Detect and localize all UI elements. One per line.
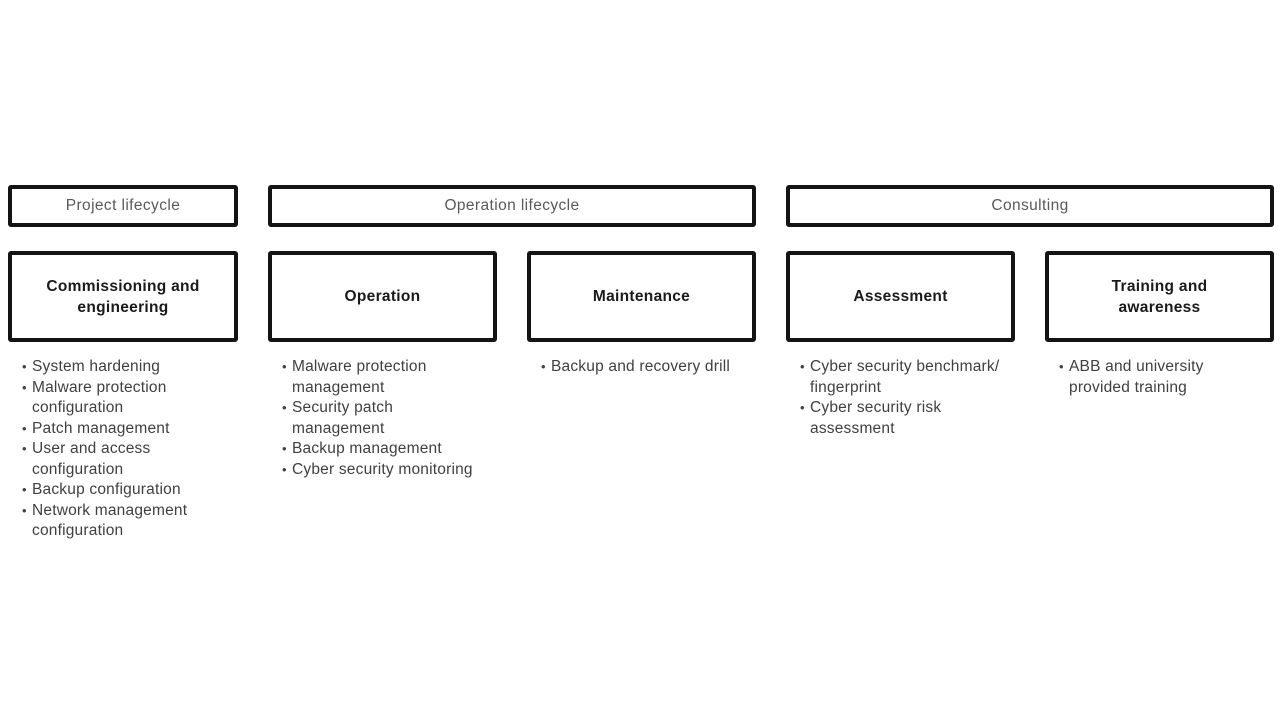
bullet-icon: • <box>541 359 546 374</box>
bullet-icon: • <box>282 441 287 456</box>
bullet-icon: • <box>22 441 27 456</box>
list-item: • User and access configuration <box>22 439 246 480</box>
list-item-text: Malware protection configuration <box>32 378 167 417</box>
list-item: • Cyber security benchmark/ fingerprint <box>800 357 1028 398</box>
list-item-text: Backup configuration <box>32 481 181 498</box>
list-item: • Patch management <box>22 419 246 440</box>
title-box-assessment: Assessment <box>786 251 1015 342</box>
list-item: • ABB and university provided training <box>1059 357 1280 398</box>
list-item: • Malware protection configuration <box>22 378 246 419</box>
title-label: Assessment <box>853 288 948 305</box>
list-item-text: Security patch management <box>292 399 394 437</box>
title-box-maintenance: Maintenance <box>527 251 756 342</box>
list-item-text: Backup and recovery drill <box>551 358 731 375</box>
list-item: • Cyber security risk assessment <box>800 398 1028 439</box>
bullet-icon: • <box>800 400 805 415</box>
header-label: Consulting <box>991 197 1069 214</box>
bullet-icon: • <box>22 420 27 436</box>
list-item: • Cyber security monitoring <box>282 460 506 481</box>
bullet-icon: • <box>22 359 27 374</box>
list-item-text: User and access configuration <box>32 440 151 478</box>
bullet-list-training-and-awareness: • ABB and university provided training <box>1045 357 1280 398</box>
title-box-training-and-awareness: Training and awareness <box>1045 251 1274 342</box>
bullet-icon: • <box>22 379 27 395</box>
list-item-text: Malware protection management <box>292 358 427 396</box>
header-label: Project lifecycle <box>65 197 181 214</box>
list-item: • System hardening <box>22 357 246 378</box>
list-item: • Backup management <box>282 439 506 460</box>
list-item-text: Backup management <box>292 440 442 457</box>
list-item: • Network management configuration <box>22 501 246 542</box>
bullet-icon: • <box>22 482 27 497</box>
list-item: • Malware protection management <box>282 357 506 398</box>
list-item-text: System hardening <box>32 358 161 375</box>
list-item: • Security patch management <box>282 398 506 439</box>
header-box-operation-lifecycle: Operation lifecycle <box>268 185 756 227</box>
list-item-text: Network management configuration <box>32 501 188 540</box>
bullet-list-assessment: • Cyber security benchmark/ fingerprint • C… <box>786 357 1028 439</box>
bullet-list-maintenance: • Backup and recovery drill <box>527 357 769 378</box>
title-label: Commissioning and engineering <box>46 277 200 316</box>
title-label: Maintenance <box>592 288 691 305</box>
title-box-operation: Operation <box>268 251 497 342</box>
bullet-icon: • <box>282 359 287 374</box>
list-item: • Backup configuration <box>22 480 246 501</box>
bullet-icon: • <box>282 461 287 477</box>
list-item-text: Patch management <box>32 419 170 437</box>
title-label: Training and awareness <box>1111 277 1208 316</box>
list-item: • Backup and recovery drill <box>541 357 769 378</box>
list-item-text: Cyber security monitoring <box>292 460 473 478</box>
bullet-list-commissioning-and-engineering: • System hardening • Malware protection con… <box>8 357 246 542</box>
bullet-list-operation: • Malware protection management • Security … <box>268 357 506 480</box>
header-label: Operation lifecycle <box>444 197 580 214</box>
list-item-text: ABB and university provided training <box>1069 358 1204 396</box>
bullet-icon: • <box>800 359 805 374</box>
header-box-project-lifecycle: Project lifecycle <box>8 185 238 227</box>
title-box-commissioning-and-engineering: Commissioning and engineering <box>8 251 238 342</box>
bullet-icon: • <box>22 502 27 518</box>
title-label: Operation <box>344 288 421 305</box>
bullet-icon: • <box>282 400 287 415</box>
list-item-text: Cyber security benchmark/ fingerprint <box>810 358 1000 396</box>
header-box-consulting: Consulting <box>786 185 1274 227</box>
list-item-text: Cyber security risk assessment <box>810 399 942 437</box>
bullet-icon: • <box>1059 359 1064 374</box>
